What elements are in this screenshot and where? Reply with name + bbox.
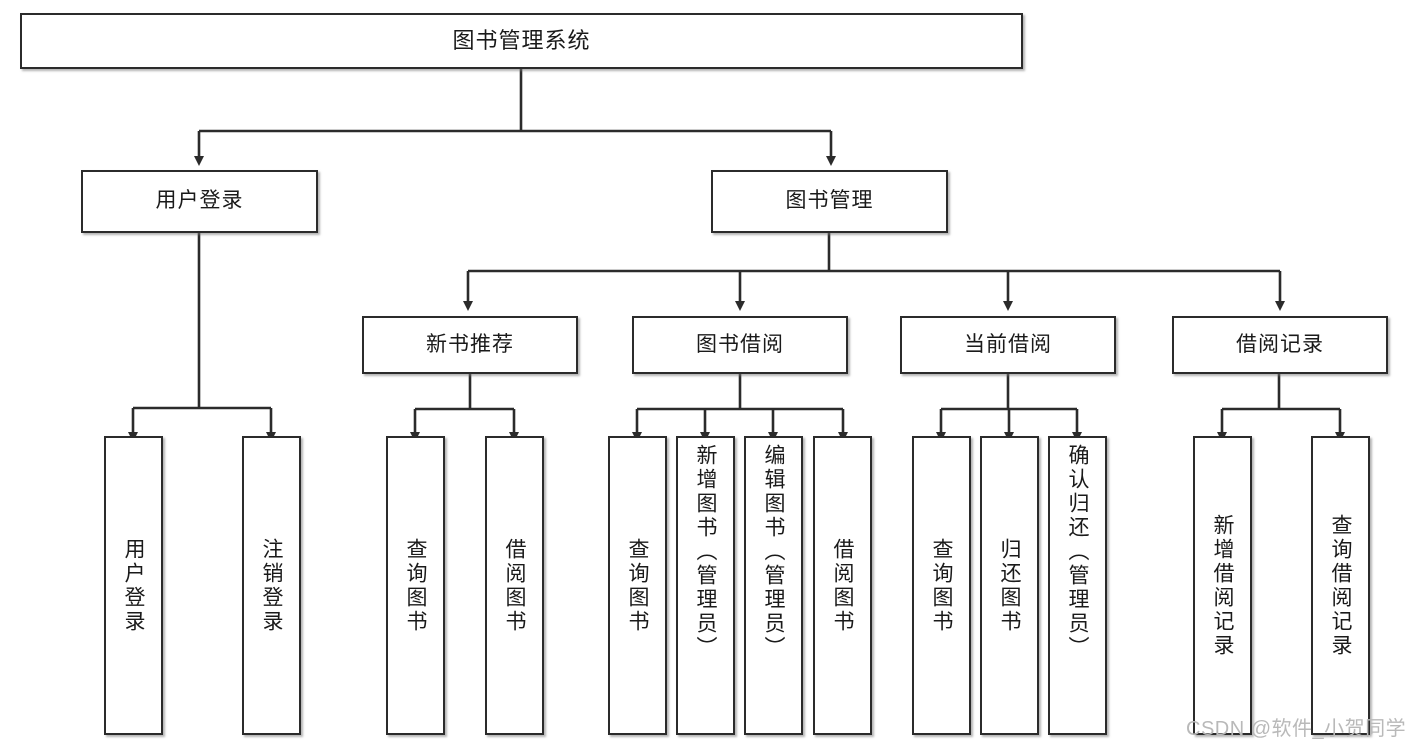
leaf-add-borrow-record[interactable]: 新增借阅记录 — [1193, 436, 1252, 735]
node-book-borrow[interactable]: 图书借阅 — [632, 316, 848, 374]
leaf-return-book[interactable]: 归还图书 — [980, 436, 1039, 735]
node-label: 新书推荐 — [426, 332, 514, 356]
node-current-borrow[interactable]: 当前借阅 — [900, 316, 1116, 374]
node-label: 借阅记录 — [1236, 332, 1324, 356]
node-label: 图书借阅 — [696, 332, 784, 356]
leaf-query-book-new[interactable]: 查询图书 — [386, 436, 445, 735]
node-label: 注销登录 — [260, 537, 283, 634]
node-label: 确认归还（管理员） — [1066, 444, 1089, 660]
node-label: 归还图书 — [998, 537, 1021, 634]
node-label: 用户登录 — [155, 189, 244, 213]
node-label: 图书管理系统 — [452, 28, 591, 54]
node-label: 查询图书 — [404, 537, 427, 634]
node-borrow-record[interactable]: 借阅记录 — [1172, 316, 1388, 374]
node-label: 查询图书 — [930, 537, 953, 634]
watermark-text: CSDN @软件_小贺同学 — [1186, 718, 1405, 740]
leaf-query-borrow-record[interactable]: 查询借阅记录 — [1311, 436, 1370, 735]
node-label: 查询图书 — [626, 537, 649, 634]
node-new-book-recommend[interactable]: 新书推荐 — [362, 316, 578, 374]
node-label: 编辑图书（管理员） — [762, 444, 785, 660]
leaf-query-book-borrow[interactable]: 查询图书 — [608, 436, 667, 735]
node-user-login[interactable]: 用户登录 — [81, 170, 318, 233]
leaf-user-login[interactable]: 用户登录 — [104, 436, 163, 735]
node-label: 借阅图书 — [503, 537, 526, 634]
leaf-confirm-return[interactable]: 确认归还（管理员） — [1048, 436, 1107, 735]
leaf-add-book[interactable]: 新增图书（管理员） — [676, 436, 735, 735]
node-book-management[interactable]: 图书管理 — [711, 170, 948, 233]
node-label: 新增借阅记录 — [1211, 513, 1234, 658]
node-label: 用户登录 — [122, 537, 145, 634]
leaf-borrow-book[interactable]: 借阅图书 — [813, 436, 872, 735]
leaf-edit-book[interactable]: 编辑图书（管理员） — [744, 436, 803, 735]
leaf-borrow-book-new[interactable]: 借阅图书 — [485, 436, 544, 735]
node-label: 图书管理 — [785, 189, 874, 213]
node-label: 当前借阅 — [964, 332, 1052, 356]
leaf-query-book-current[interactable]: 查询图书 — [912, 436, 971, 735]
node-label: 新增图书（管理员） — [694, 444, 717, 660]
node-label: 查询借阅记录 — [1329, 513, 1352, 658]
node-label: 借阅图书 — [831, 537, 854, 634]
node-root-system[interactable]: 图书管理系统 — [20, 13, 1023, 69]
leaf-logout[interactable]: 注销登录 — [242, 436, 301, 735]
